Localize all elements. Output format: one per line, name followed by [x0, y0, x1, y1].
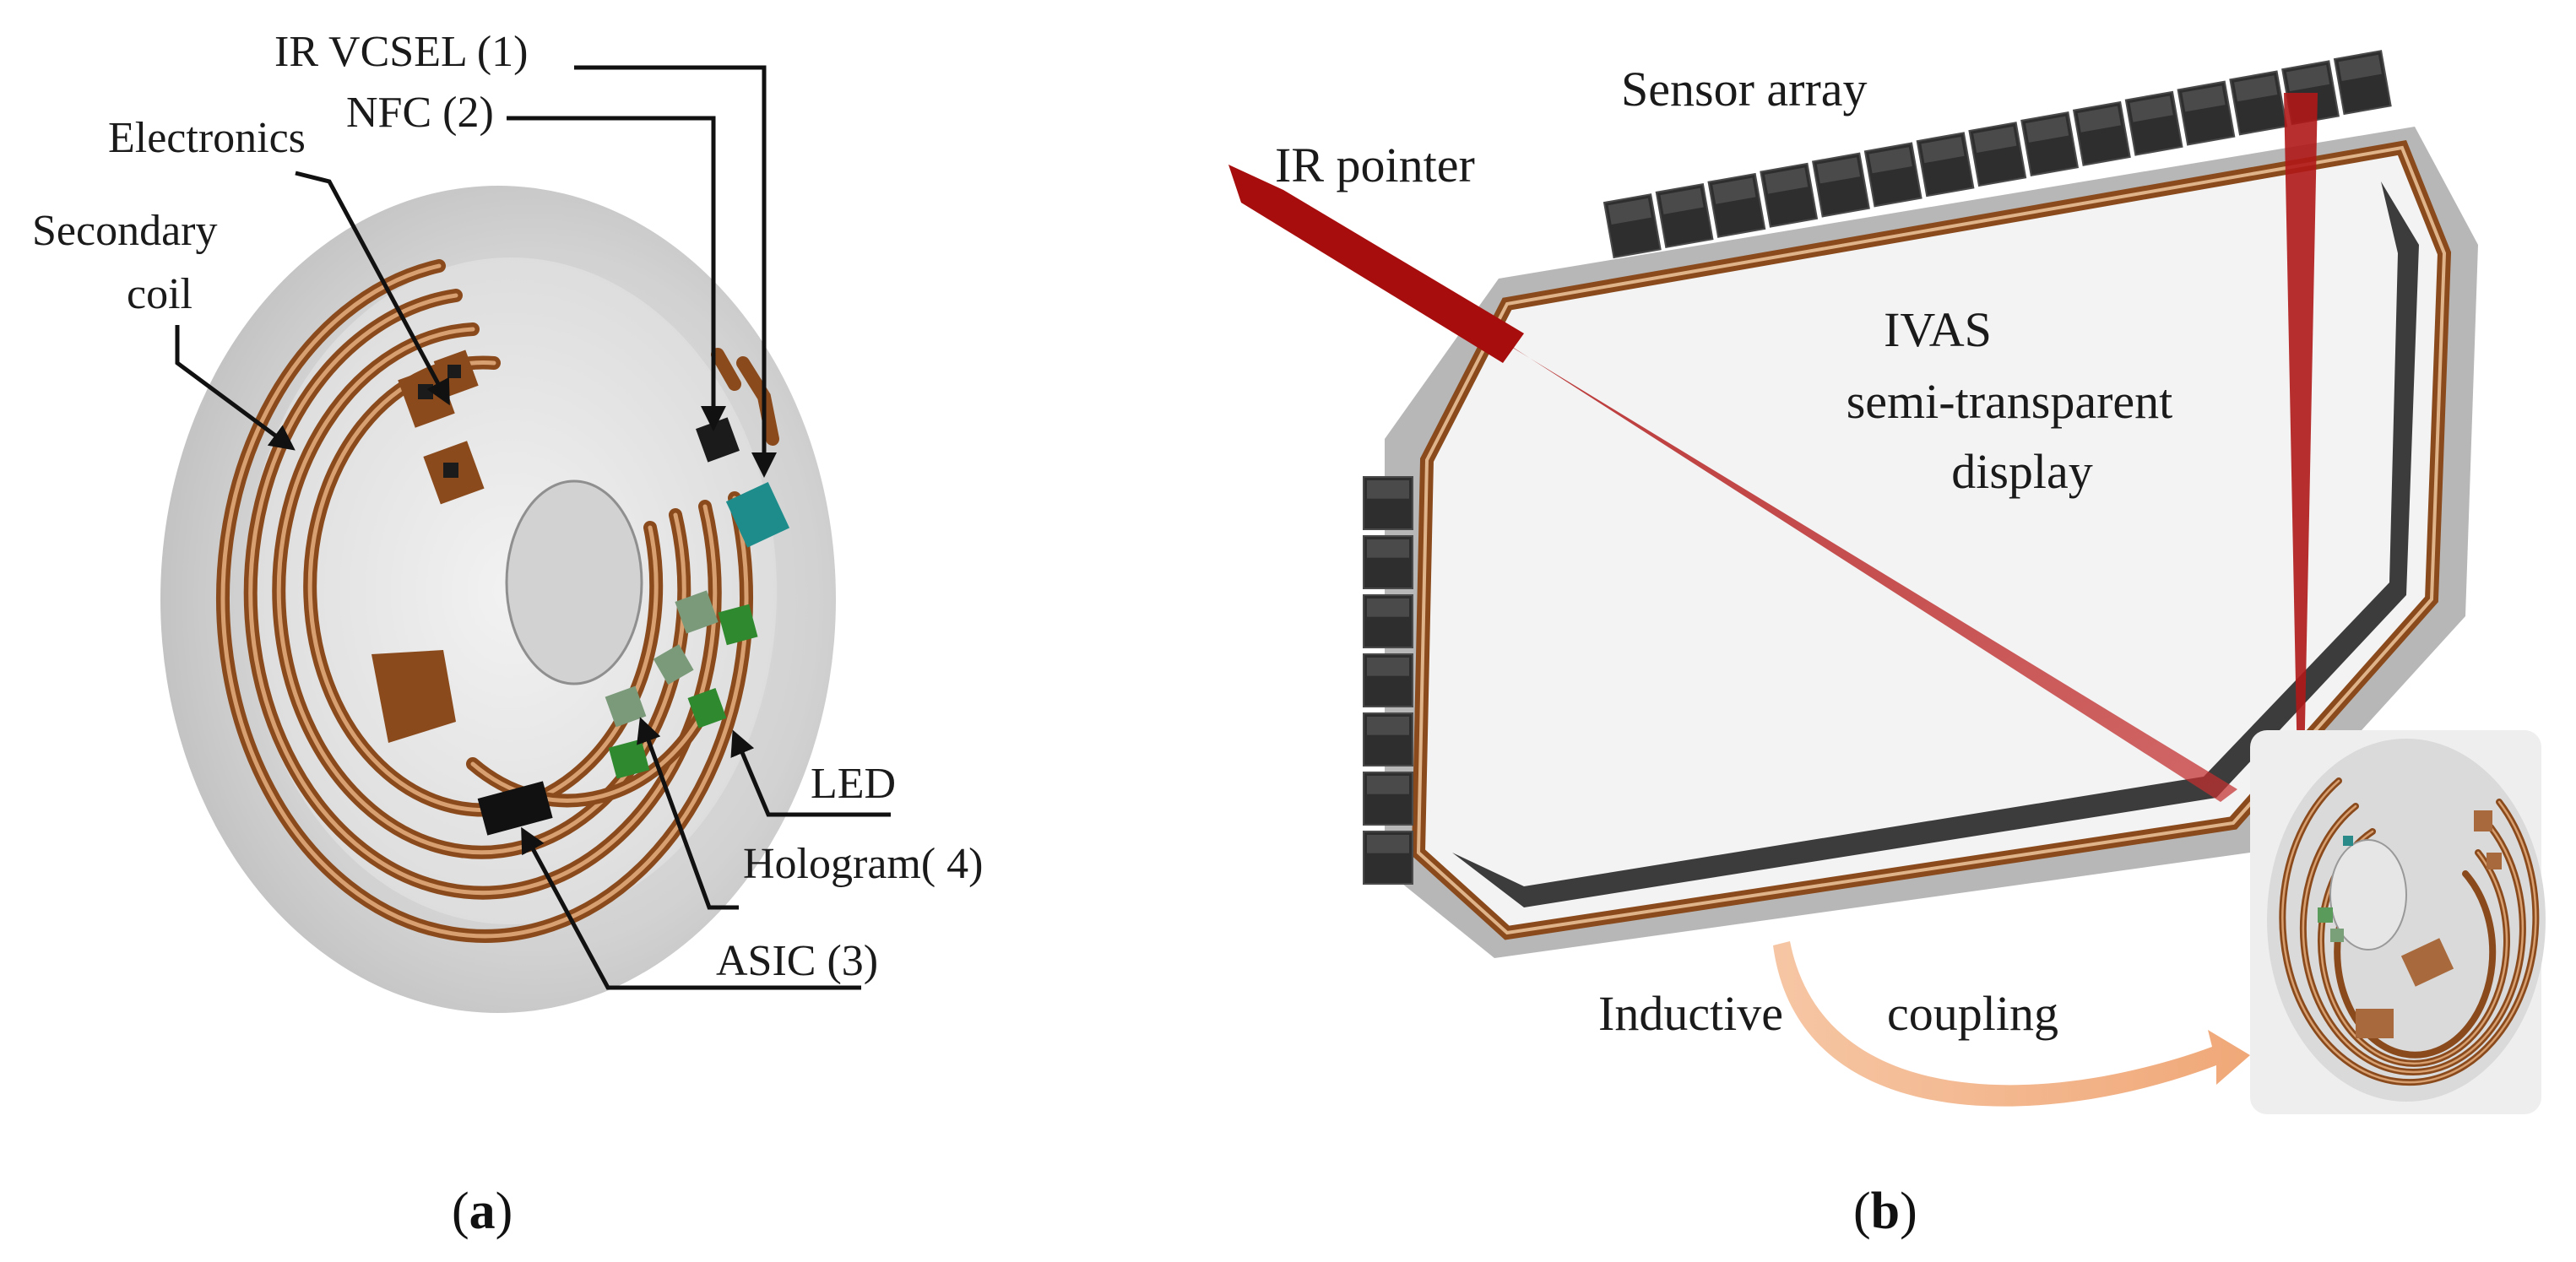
sensor-block [2020, 111, 2080, 177]
small-lens [2250, 730, 2546, 1114]
sensor-block [1363, 712, 1413, 766]
panel-a: IR VCSEL (1) NFC (2) Electronics Seconda… [32, 28, 983, 1240]
sensor-block [1811, 152, 1870, 218]
inductive-coupling-arrow [1773, 941, 2250, 1107]
sensor-block [2177, 80, 2236, 146]
label-display-semi: semi-transparent [1847, 374, 2173, 429]
label-coupling: coupling [1887, 986, 2058, 1041]
led-elements [608, 604, 758, 779]
svg-text:(a): (a) [452, 1183, 512, 1240]
leader-electronics [295, 171, 450, 406]
label-display-display: display [1951, 444, 2093, 499]
label-secondary: Secondary [32, 207, 217, 255]
leader-secondary-coil [175, 325, 296, 451]
label-coil: coil [127, 270, 193, 318]
sensor-block [1863, 142, 1923, 208]
label-led: LED [811, 760, 896, 808]
ir-vcsel-chip [725, 481, 790, 548]
caption-b: (b) [1853, 1183, 1917, 1240]
sensor-block [2072, 100, 2131, 166]
vcsel-beam [2284, 93, 2318, 810]
svg-text:(b): (b) [1853, 1183, 1917, 1240]
leader-asic [521, 826, 861, 990]
label-ir-pointer: IR pointer [1275, 138, 1475, 192]
sensor-block [2229, 70, 2288, 136]
leader-ir-vcsel [574, 65, 777, 478]
label-ir-vcsel: IR VCSEL (1) [274, 28, 528, 76]
large-pad [371, 650, 456, 743]
sensor-block [1363, 476, 1413, 530]
label-asic: ASIC (3) [716, 937, 878, 985]
sensor-block [1363, 831, 1413, 885]
ir-pointer-beam [1228, 165, 2237, 802]
sensor-block [1363, 653, 1413, 707]
sensor-block [1363, 594, 1413, 648]
sensor-block [1916, 132, 1975, 198]
lens-pupil [505, 479, 643, 685]
label-inductive: Inductive [1598, 986, 1783, 1041]
label-nfc: NFC (2) [346, 89, 494, 137]
sensor-block [2333, 50, 2392, 116]
label-display-ivas: IVAS [1884, 302, 1992, 357]
sensor-block [1363, 535, 1413, 589]
leader-nfc [507, 116, 726, 431]
label-electronics: Electronics [108, 114, 306, 162]
sensor-block [1603, 193, 1662, 259]
sensor-block [1655, 182, 1714, 249]
display-copper-frame-inner [1416, 145, 2447, 935]
sensor-block [1363, 772, 1413, 826]
sensor-block [1707, 172, 1766, 238]
leader-led [730, 729, 891, 817]
label-sensor-array: Sensor array [1621, 62, 1868, 116]
ir-pointer-beam-head [1228, 165, 1524, 363]
panel-b: Sensor array IR pointer IVAS semi-transp… [1228, 50, 2546, 1240]
sensor-block [1760, 162, 1819, 228]
sensor-array-top [1603, 50, 2392, 259]
asic-chip [477, 781, 553, 836]
caption-a: (a) [452, 1183, 512, 1240]
label-hologram: Hologram( 4) [743, 840, 983, 888]
sensor-block [1968, 122, 2027, 187]
sensor-block [2124, 90, 2183, 156]
leader-hologram [637, 717, 739, 910]
hologram-elements [605, 590, 719, 728]
sensor-array-left [1363, 476, 1413, 885]
